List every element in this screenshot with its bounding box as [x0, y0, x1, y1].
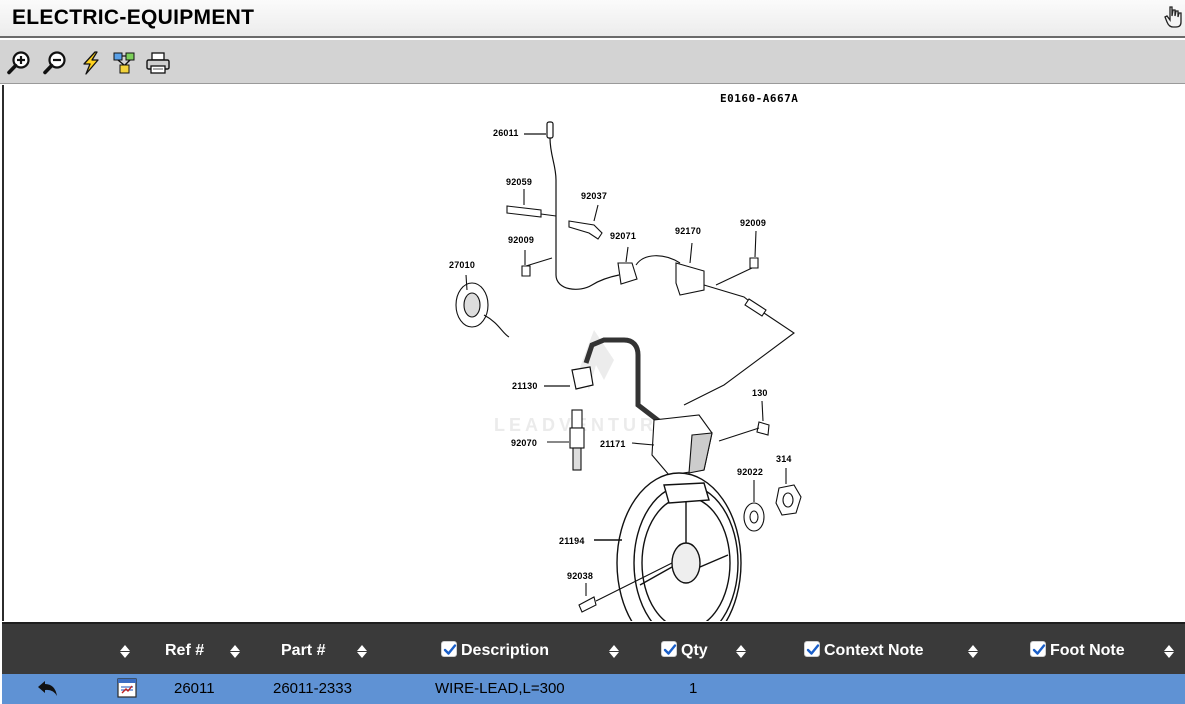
part-92038 [578, 562, 673, 613]
callout-92009-right[interactable]: 92009 [740, 218, 767, 228]
part-92059 [506, 189, 557, 218]
back-arrow-icon[interactable] [36, 679, 60, 699]
col-header-ref[interactable]: Ref # [165, 642, 205, 659]
page-title: ELECTRIC-EQUIPMENT [12, 6, 255, 29]
exploded-diagram: LEADVENTURE [455, 121, 802, 621]
diagram-canvas[interactable]: E0160-A667A LEADVENTURE [2, 85, 1185, 621]
callout-92037[interactable]: 92037 [581, 191, 608, 201]
part-21171 [631, 414, 713, 476]
sort-icon-qty[interactable] [736, 643, 746, 659]
callout-21130[interactable]: 21130 [512, 381, 538, 391]
col-header-context-note[interactable]: Context Note [824, 642, 924, 659]
cell-qty: 1 [689, 680, 698, 697]
network-icon[interactable] [111, 50, 137, 76]
callout-92022[interactable]: 92022 [737, 467, 764, 477]
diagram-code: E0160-A667A [720, 92, 799, 105]
callout-92059[interactable]: 92059 [506, 177, 533, 187]
col-header-qty[interactable]: Qty [681, 642, 708, 659]
callout-92170[interactable]: 92170 [675, 226, 702, 236]
col-header-foot-note[interactable]: Foot Note [1050, 642, 1125, 659]
title-bar: ELECTRIC-EQUIPMENT [0, 0, 1185, 38]
callout-92070[interactable]: 92070 [511, 438, 538, 448]
callout-92071[interactable]: 92071 [610, 231, 637, 241]
part-92170 [635, 242, 795, 406]
zoom-out-icon[interactable] [42, 50, 68, 76]
table-row[interactable]: 26011 26011-2333 WIRE-LEAD,L=300 1 [2, 674, 1185, 704]
sort-icon-col0[interactable] [120, 643, 130, 659]
sort-icon-ref[interactable] [230, 643, 240, 659]
checkbox-foot-note[interactable] [1030, 641, 1046, 657]
part-21194 [594, 472, 742, 621]
callout-27010[interactable]: 27010 [449, 260, 476, 270]
callout-21194[interactable]: 21194 [559, 536, 585, 546]
checkbox-context-note[interactable] [804, 641, 820, 657]
callout-130[interactable]: 130 [752, 388, 768, 398]
print-icon[interactable] [145, 50, 171, 76]
callout-26011[interactable]: 26011 [493, 128, 519, 138]
callout-92038[interactable]: 92038 [567, 571, 594, 581]
part-sheet-icon[interactable] [117, 678, 137, 698]
callout-21171[interactable]: 21171 [600, 439, 626, 449]
toolbar [0, 40, 1185, 84]
part-314 [775, 468, 802, 516]
sort-icon-context-note[interactable] [968, 643, 978, 659]
lightning-icon[interactable] [78, 50, 104, 76]
checkbox-description[interactable] [441, 641, 457, 657]
checkbox-qty[interactable] [661, 641, 677, 657]
sort-icon-part[interactable] [357, 643, 367, 659]
hand-pointer-icon[interactable] [1163, 4, 1185, 30]
col-header-part[interactable]: Part # [281, 642, 326, 659]
parts-table-header: Ref # Part # Description Qty Context Not… [2, 622, 1185, 674]
part-92009-left [521, 250, 553, 277]
callout-92009-left[interactable]: 92009 [508, 235, 535, 245]
sort-icon-description[interactable] [609, 643, 619, 659]
part-26011 [524, 121, 620, 290]
part-92070 [547, 409, 585, 471]
col-header-description[interactable]: Description [461, 642, 550, 659]
part-92037 [568, 204, 603, 240]
zoom-in-icon[interactable] [6, 50, 32, 76]
part-130 [718, 400, 770, 442]
cell-part-number[interactable]: 26011-2333 [273, 680, 352, 697]
cell-ref: 26011 [174, 680, 215, 697]
part-92009-right [715, 230, 759, 286]
callout-314[interactable]: 314 [776, 454, 792, 464]
part-92071 [617, 246, 638, 285]
part-27010 [455, 274, 510, 338]
sort-icon-foot-note[interactable] [1164, 643, 1174, 659]
part-92022 [743, 480, 765, 532]
part-21130 [544, 337, 666, 427]
cell-description: WIRE-LEAD,L=300 [435, 680, 565, 697]
